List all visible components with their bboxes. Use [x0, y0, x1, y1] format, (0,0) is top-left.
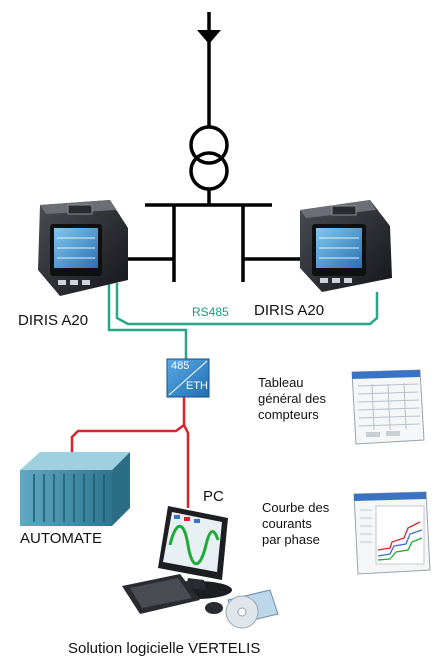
- rs485-bus: [107, 283, 379, 360]
- pc-label: PC: [203, 488, 224, 505]
- pc-mouse-icon: [205, 602, 223, 614]
- meter-left-label: DIRIS A20: [18, 312, 89, 329]
- rs485-label: RS485: [192, 305, 229, 319]
- curve-screen-window: [353, 491, 431, 575]
- diris-a20-right-device: [300, 200, 392, 292]
- transformer-secondary-icon: [189, 151, 229, 191]
- table-caption-line-1: Tableau: [258, 375, 304, 390]
- table-screen-caption: Tableau général des compteurs: [258, 375, 326, 423]
- automate-label: AUTOMATE: [20, 530, 102, 547]
- pc-screen-waveform: [168, 524, 220, 566]
- ethernet-cable-to-automate: [70, 424, 185, 470]
- ethernet-cable-to-pc: [182, 424, 190, 508]
- footer-caption: Solution logicielle VERTELIS: [68, 640, 261, 657]
- pc-workstation-icon: [122, 506, 232, 614]
- table-caption-line-3: compteurs: [258, 407, 319, 422]
- table-screen-window: [351, 369, 425, 445]
- table-caption-line-2: général des: [258, 391, 326, 406]
- converter-485-eth-icon: [166, 358, 210, 398]
- incoming-arrow-icon: [197, 30, 221, 44]
- curve-caption-line-2: courants: [262, 516, 312, 531]
- software-cd-icon: [225, 589, 279, 629]
- rs485-cable: [115, 283, 379, 326]
- automate-plc-icon: [20, 452, 130, 526]
- converter-top-label: 485: [171, 360, 190, 372]
- curve-caption-line-3: par phase: [262, 532, 320, 547]
- rs485-drop-cable: [107, 283, 188, 360]
- meter-right-label: DIRIS A20: [254, 302, 325, 319]
- diris-a20-left-device: [38, 200, 128, 296]
- curve-caption-line-1: Courbe des: [262, 500, 330, 515]
- converter-bottom-label: ETH: [186, 380, 208, 392]
- ethernet-network: [70, 397, 190, 508]
- power-single-line: [128, 12, 303, 282]
- transformer-primary-icon: [189, 125, 229, 165]
- curve-screen-caption: Courbe des courants par phase: [262, 500, 329, 548]
